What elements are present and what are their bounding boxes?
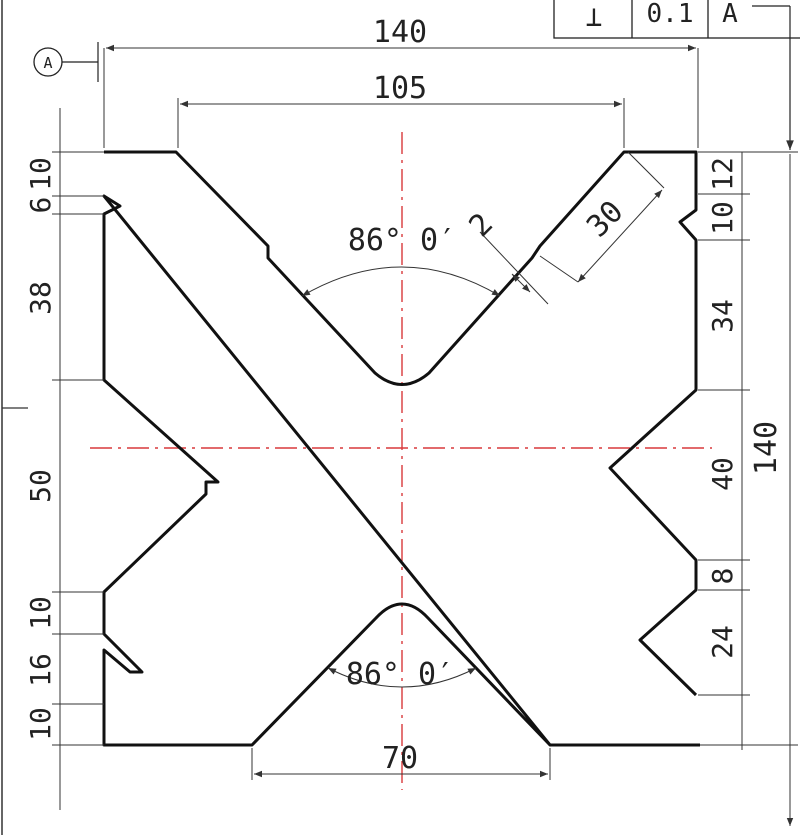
dim-left-2: 6 [24,197,57,214]
dim-overall-height-label: 140 [749,421,784,475]
tolerance-value: 0.1 [647,0,694,29]
dim-left-1: 10 [24,157,57,191]
dim-right-1: 12 [706,157,739,191]
dim-right-5: 8 [706,568,739,585]
dim-right-6: 24 [706,625,739,659]
dim-bottom-opening-label: 70 [382,741,418,776]
dim-left-5: 10 [24,596,57,630]
dim-v-opening-label: 105 [373,71,427,106]
die-block-outline [102,150,700,747]
dim-groove-depth-label: 2 [463,207,501,245]
dim-left-6: 16 [24,653,57,687]
dim-angle-top-label: 86° 0′ [348,223,456,258]
tolerance-datum: A [722,0,738,29]
perpendicularity-symbol: ⊥ [586,0,603,33]
dim-flank-length-label: 30 [580,194,630,244]
dim-left-4: 50 [24,469,57,503]
tolerance-frame [553,0,800,39]
dim-angle-top-arc [301,266,501,297]
dim-right-4: 40 [706,457,739,491]
dim-top-width-label: 140 [373,15,427,50]
dim-left-3: 38 [24,281,57,315]
dim-right-3: 34 [706,299,739,333]
right-dimension-chain [698,151,750,750]
dim-right-2: 10 [706,201,739,235]
dim-angle-bottom-label: 86° 0′ [346,657,454,692]
left-dimension-chain [52,108,104,810]
dim-flank-length [577,189,663,283]
dim-left-7: 10 [24,707,57,741]
dim-angle-bottom-arc [327,667,477,688]
datum-a-label: A [43,54,52,72]
